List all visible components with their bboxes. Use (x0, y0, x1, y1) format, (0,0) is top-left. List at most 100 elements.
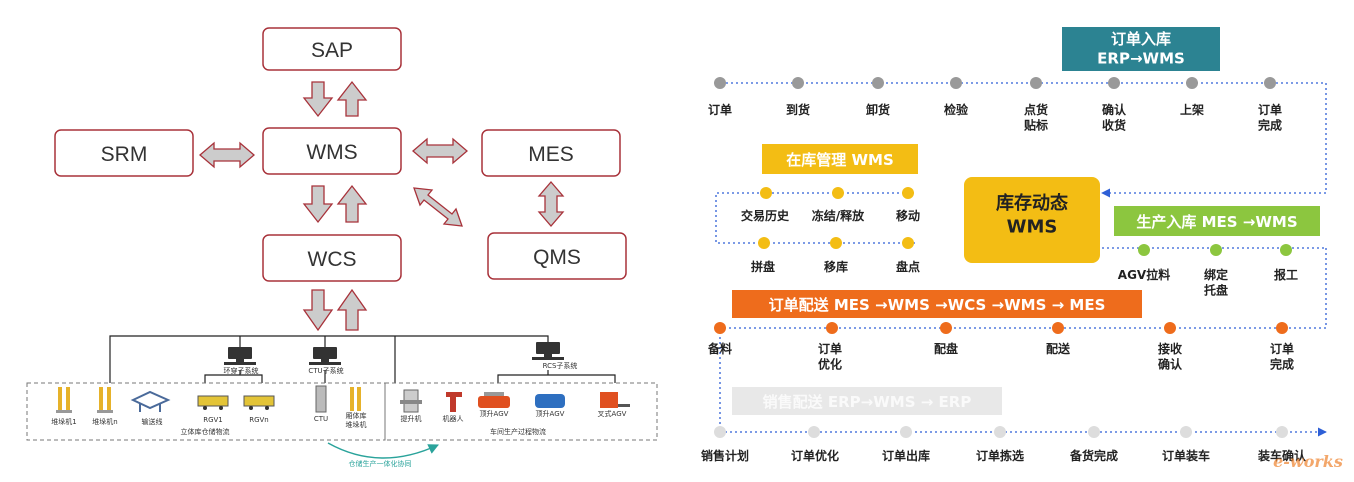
prod-in-banner-text: 生产入库 MES →WMS (1136, 213, 1297, 231)
step-label: 拼盘 (751, 259, 775, 274)
watermark: e-works (1273, 452, 1343, 471)
step-label: 绑定托盘 (1204, 267, 1228, 298)
order-in-banner (1062, 27, 1220, 71)
conveyor-icon (130, 390, 171, 412)
wms-qms-arrow (413, 187, 463, 227)
lift-icon (400, 389, 422, 413)
wms-wcs-arrows (302, 184, 368, 224)
step-label: 备货完成 (1069, 448, 1118, 463)
forklift-agv-icon (600, 392, 630, 408)
wms-mes-arrow (412, 137, 468, 165)
wms-box-label: WMS (306, 141, 357, 164)
row1-dots (714, 77, 1276, 89)
step-label: 移库 (824, 259, 848, 274)
srm-wms-arrow (199, 141, 255, 169)
srm-box (54, 129, 194, 177)
device-label: 叉式AGV (598, 409, 627, 418)
qms-box (487, 232, 627, 280)
order-dist-banner (732, 290, 1142, 318)
ctu-subsystem-label: CTU子系统 (308, 366, 343, 375)
device-label: 提升机 (401, 414, 422, 423)
device-label: CTU (314, 415, 328, 423)
srm-box-label: SRM (101, 143, 148, 166)
device-label: 顶升AGV (480, 409, 509, 418)
warehouse-group (26, 382, 386, 441)
wcs-box-label: WCS (308, 248, 357, 271)
step-label: 接收确认 (1158, 341, 1183, 372)
workshop-group (384, 382, 658, 441)
step-label: 配送 (1046, 341, 1071, 356)
dist-dots (714, 322, 1288, 334)
step-label: 配盘 (934, 341, 958, 356)
warehouse-group-label: 立体库仓储物流 (181, 427, 230, 436)
workshop-group-label: 车间生产过程物流 (490, 427, 546, 436)
step-label: 订单拣选 (976, 448, 1024, 463)
step-label: 订单装车 (1162, 448, 1210, 463)
computer-icon (309, 347, 341, 365)
sap-box-label: SAP (311, 39, 353, 62)
stock-mgmt-banner-text: 在库管理 WMS (786, 151, 894, 169)
sap-wms-arrows (302, 80, 368, 118)
computer-icon (532, 342, 564, 360)
step-label: 订单优化 (818, 341, 842, 372)
step-label: 订单优化 (791, 448, 839, 463)
order-dist-banner-text: 订单配送 MES →WMS →WCS →WMS → MES (769, 296, 1106, 314)
agv-icon (535, 394, 565, 408)
system-architecture: SAP SRM WMS MES WCS QMS (26, 27, 658, 468)
device-label-multiline: 厢体库堆垛机 (346, 411, 367, 429)
wms-box (262, 127, 402, 175)
step-label: 交易历史 (741, 208, 790, 223)
step-label: 装车确认 (1257, 448, 1307, 463)
device-label: 堆垛机1 (51, 417, 76, 426)
mes-qms-arrow (537, 181, 565, 227)
shuttle-subsystem-label: 环穿子系统 (224, 366, 259, 375)
step-label: 点货贴标 (1024, 102, 1048, 133)
step-label: AGV拉料 (1118, 267, 1170, 282)
step-label: 盘点 (896, 259, 920, 274)
mes-box (481, 129, 621, 177)
robot-icon (446, 392, 462, 412)
sales-dots (714, 426, 1288, 438)
device-label: 输送线 (142, 417, 163, 426)
stock-mgmt-banner (762, 144, 918, 174)
box-stacker-icon (350, 387, 361, 411)
rgv-icon (243, 395, 275, 410)
step-label: 备料 (707, 341, 732, 356)
collab-label: 仓储生产一体化协同 (349, 459, 412, 468)
collab-curve-arrow (327, 442, 439, 459)
inventory-center-box (964, 177, 1100, 263)
ctu-icon (315, 385, 327, 413)
qms-box-label: QMS (533, 246, 581, 269)
step-label: 冻结/释放 (812, 208, 865, 223)
wcs-device-arrows (302, 288, 368, 332)
rgv-icon (197, 395, 229, 410)
stacker-crane-icon (56, 387, 72, 413)
step-label: 订单完成 (1270, 341, 1294, 372)
sales-dist-banner-text: 销售配送 ERP→WMS → ERP (763, 393, 972, 411)
computer-icon (224, 347, 256, 365)
step-label: 确认收货 (1102, 102, 1127, 133)
step-label: 销售计划 (701, 448, 749, 463)
prod-dots (1138, 244, 1292, 256)
stacker-crane-icon (97, 387, 113, 413)
stock-dots (758, 187, 914, 249)
rcs-subsystem-label: RCS子系统 (543, 361, 578, 370)
step-label: 报工 (1274, 267, 1298, 282)
sales-dist-banner (732, 387, 1002, 415)
device-label: 机器人 (443, 414, 464, 423)
wcs-box (262, 234, 402, 282)
step-label: 订单 (708, 102, 732, 117)
step-label: 卸货 (866, 102, 890, 117)
step-label: 订单出库 (882, 448, 930, 463)
prod-in-banner (1114, 206, 1320, 236)
mes-box-label: MES (528, 143, 574, 166)
device-label: 堆垛机n (92, 417, 117, 426)
device-label: RGV1 (203, 416, 223, 424)
sap-box (262, 27, 402, 71)
step-label: 订单完成 (1258, 102, 1282, 133)
